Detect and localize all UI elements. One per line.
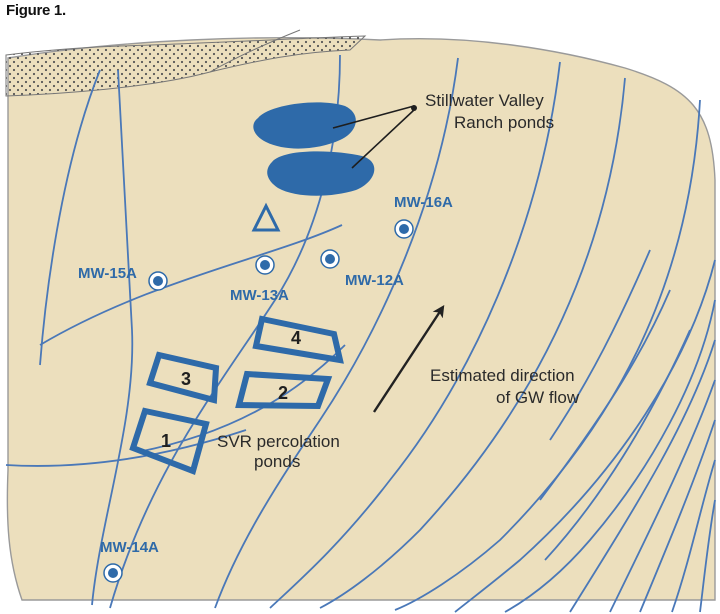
flow-label-line1: Estimated direction <box>430 366 575 385</box>
figure-title: Figure 1. <box>6 2 66 19</box>
ranch-pond-north <box>253 102 356 149</box>
flow-label-line2: of GW flow <box>496 388 580 407</box>
flow-arrow-icon <box>372 304 445 413</box>
percolation-pond-3 <box>146 351 220 404</box>
pond-number-4: 4 <box>291 328 301 348</box>
pond-number-3: 3 <box>181 369 191 389</box>
percolation-pond-shapes <box>129 315 344 475</box>
well-marker-mw14a <box>103 563 123 583</box>
well-label-mw14a: MW-14A <box>100 539 159 556</box>
pond-number-2: 2 <box>278 383 288 403</box>
pond-number-1: 1 <box>161 431 171 451</box>
percolation-pond-1 <box>129 407 210 475</box>
leader-dot <box>411 105 417 111</box>
well-label-mw13a: MW-13A <box>230 287 289 304</box>
stipple-edge-line <box>209 29 301 73</box>
percolation-label-line2: ponds <box>254 452 300 471</box>
ranch-pond-leaders <box>332 105 415 169</box>
well-label-mw12a: MW-12A <box>345 272 404 289</box>
percolation-pond-2 <box>235 370 333 410</box>
triangle-marker-icon <box>251 202 281 232</box>
well-label-mw15a: MW-15A <box>78 265 137 282</box>
percolation-label-line1: SVR percolation <box>217 432 340 451</box>
percolation-pond-4 <box>252 315 344 364</box>
ranch-ponds-label-line2: Ranch ponds <box>454 113 554 132</box>
ranch-ponds-label-line1: Stillwater Valley <box>425 91 544 110</box>
well-marker-mw13a <box>255 255 275 275</box>
well-label-mw16a: MW-16A <box>394 194 453 211</box>
ranch-pond-south <box>267 151 375 196</box>
well-marker-mw16a <box>394 219 414 239</box>
well-marker-mw12a <box>320 249 340 269</box>
well-marker-mw15a <box>148 271 168 291</box>
